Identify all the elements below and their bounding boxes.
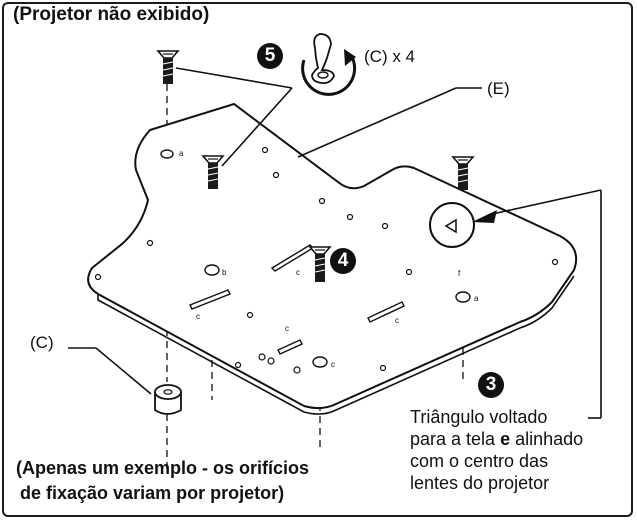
screw-top-left: [156, 50, 180, 84]
footer-line-2: de fixação variam por projetor): [20, 483, 285, 503]
arrowhead-icon: [472, 210, 497, 223]
screw-middle: [201, 155, 225, 189]
triangle-note-line-2: para a tela e alinhado: [410, 429, 584, 449]
footer-line-1: (Apenas um exemplo - os orifícios: [16, 458, 310, 478]
svg-text:a: a: [179, 149, 184, 158]
diagram-title: (Projetor não exibido): [13, 4, 210, 25]
svg-text:c: c: [331, 360, 335, 369]
svg-text:a: a: [474, 294, 479, 303]
svg-text:c: c: [395, 316, 399, 325]
triangle-note-line-4: lentes do projetor: [410, 473, 550, 493]
screwdriver-rotate-icon: [301, 33, 357, 96]
step-5-badge: 5: [257, 43, 283, 69]
step-3-badge: 3: [478, 372, 504, 398]
step-4-badge: 4: [330, 248, 356, 274]
triangle-marker: [429, 202, 475, 248]
plate-label: (E): [487, 79, 510, 98]
svg-text:c: c: [296, 268, 300, 277]
spacer-label: (C): [30, 333, 54, 352]
spacer-part: [154, 384, 182, 415]
plate-slots: [189, 244, 405, 355]
triangle-note-emphasis: e: [500, 429, 511, 449]
slot-marks: a b a c c c c c f: [179, 149, 479, 369]
svg-text:b: b: [222, 268, 227, 277]
leader-lines: [68, 67, 602, 419]
svg-text:c: c: [285, 324, 289, 333]
triangle-note-line-1: Triângulo voltado: [410, 407, 548, 427]
svg-text:f: f: [458, 269, 461, 278]
svg-text:c: c: [196, 312, 200, 321]
triangle-note: Triângulo voltado para a tela e alinhado…: [410, 406, 583, 494]
plate-holes: [94, 146, 559, 374]
mounting-holes: [160, 149, 471, 368]
triangle-note-line-3: com o centro das: [410, 451, 549, 471]
screw-quantity-label: (C) x 4: [364, 47, 415, 66]
plate-edge: [97, 275, 575, 415]
footer-note: (Apenas um exemplo - os orifícios de fix…: [16, 456, 309, 506]
screw-center: [308, 246, 332, 282]
screw-right: [451, 156, 475, 190]
